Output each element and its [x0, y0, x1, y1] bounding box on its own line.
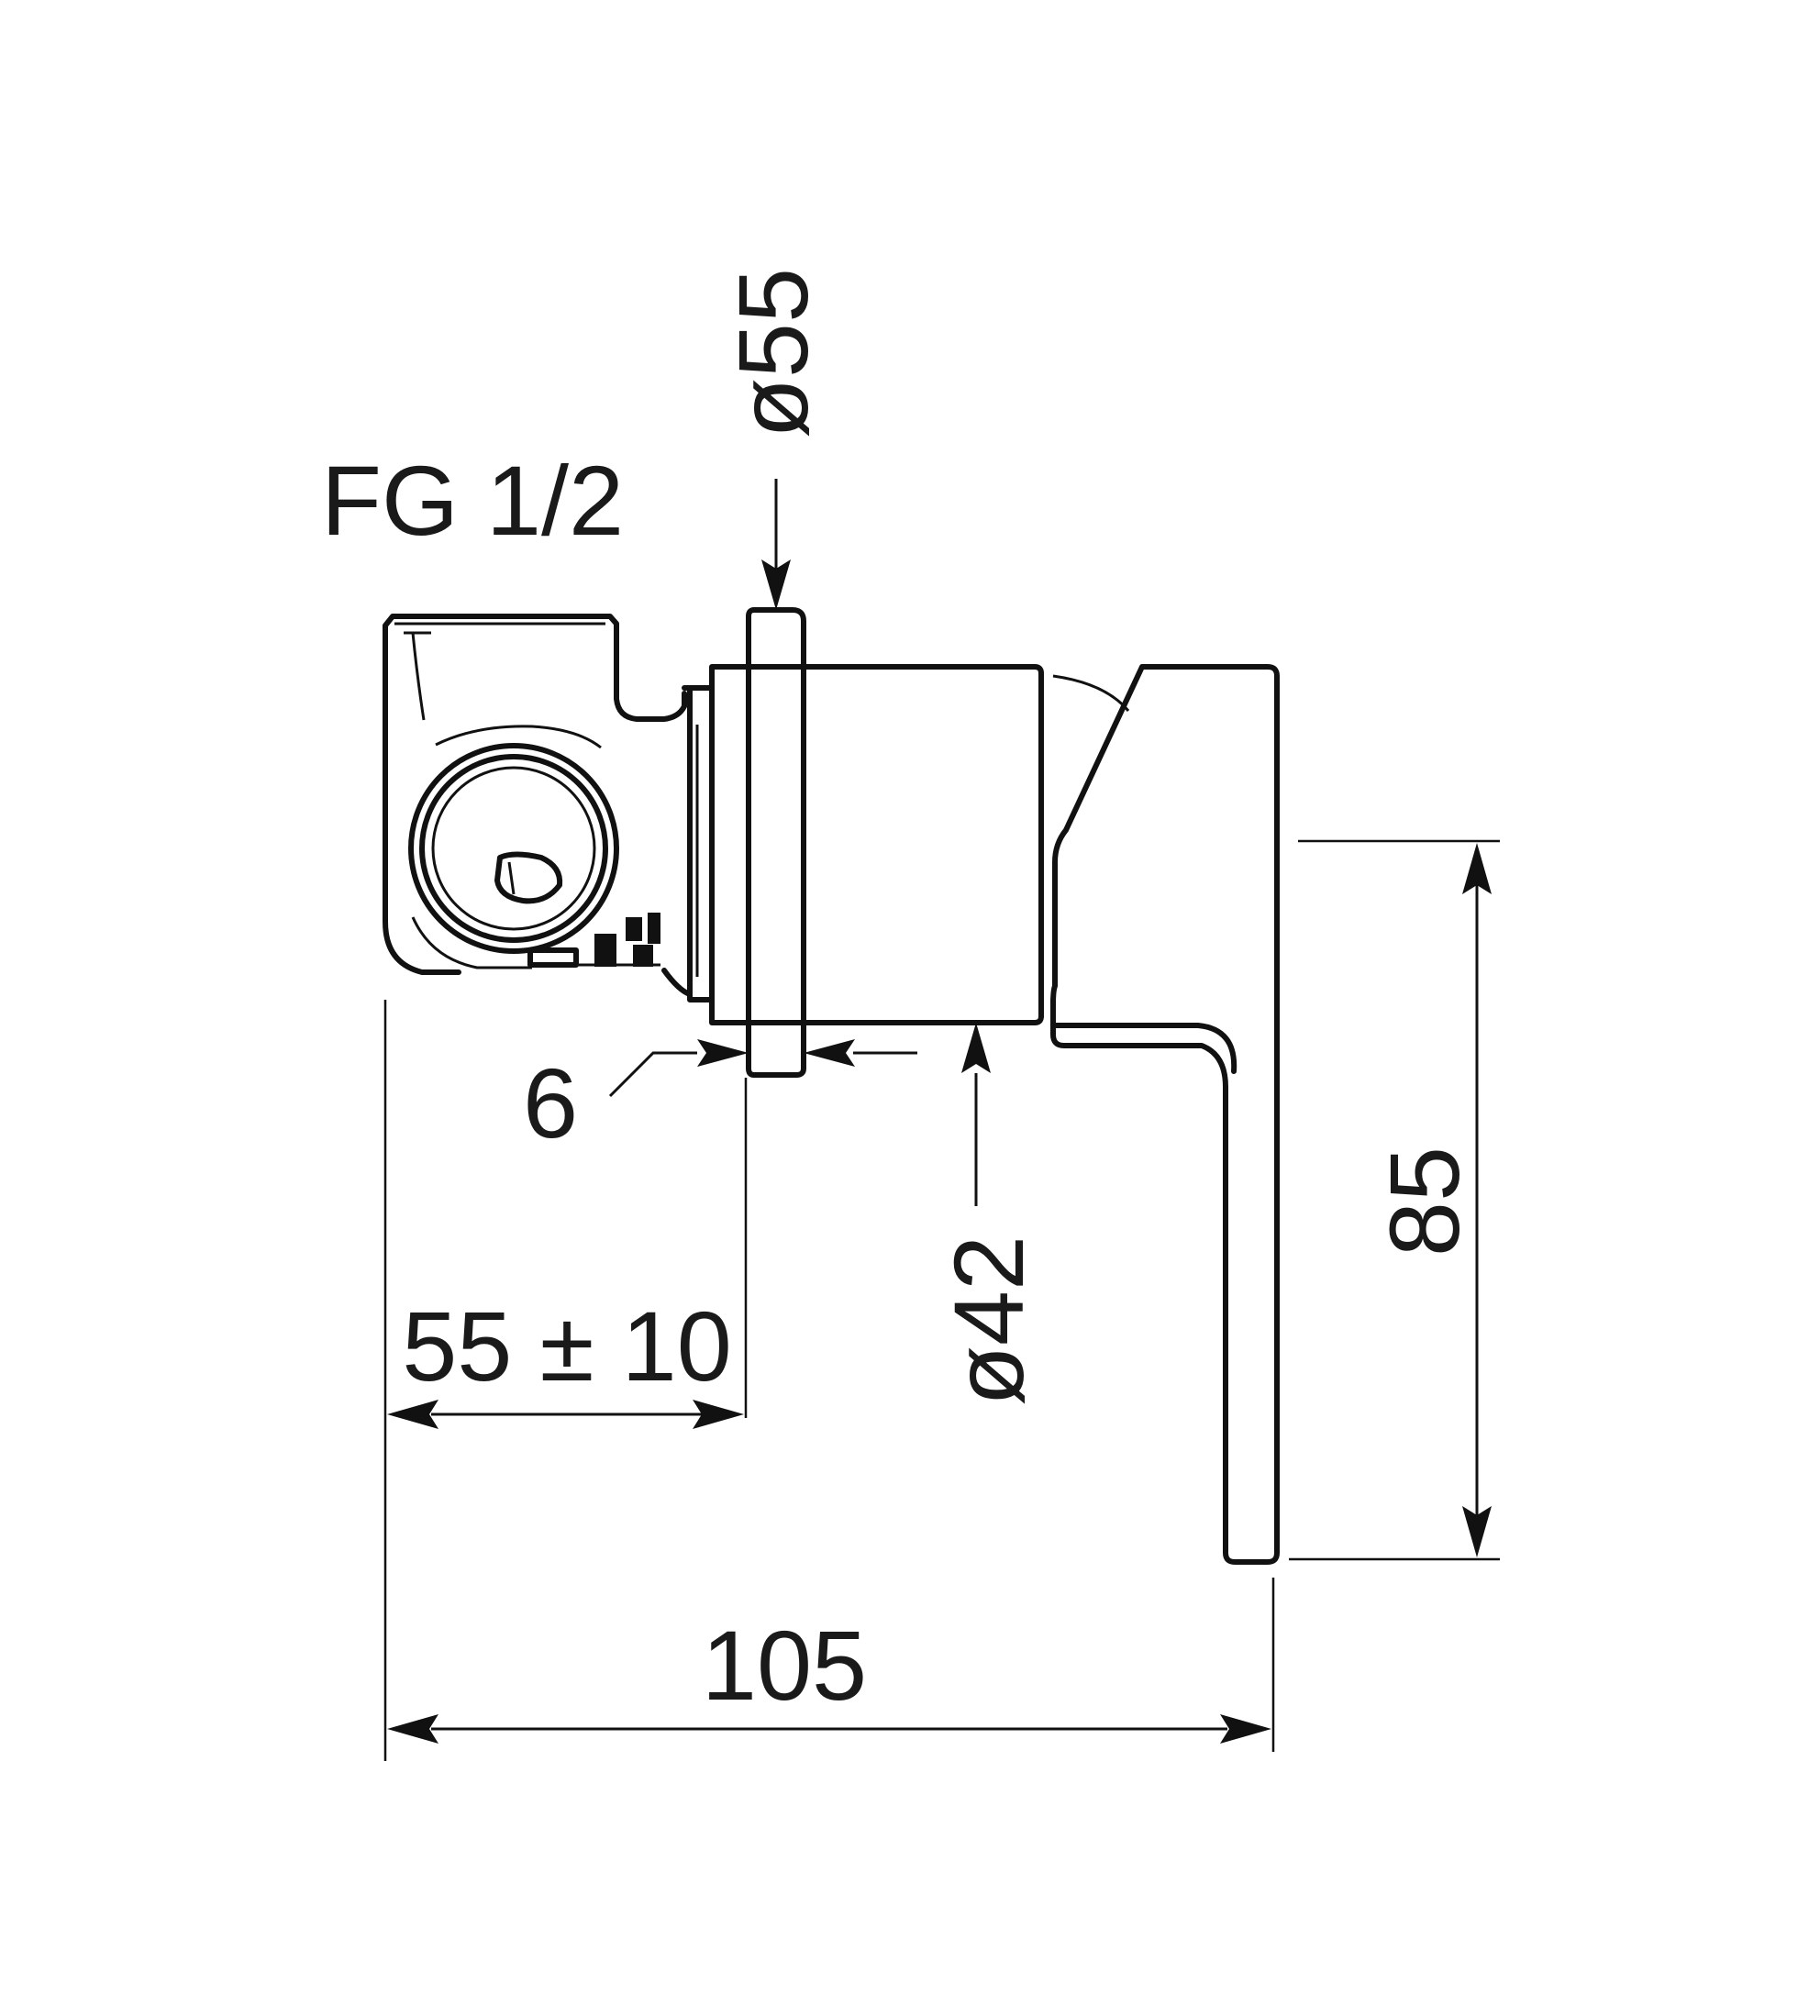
dim-length-arrow-left — [387, 1714, 438, 1744]
inlet-cap-icon — [494, 851, 563, 904]
dim-body-arrow — [961, 1023, 991, 1073]
handle-dome — [1052, 674, 1130, 712]
inlet-middle-ring — [419, 754, 608, 943]
main-cylinder — [709, 664, 1044, 1025]
inlet-lower-arc — [411, 916, 532, 969]
inlet-cap-detail — [507, 861, 516, 895]
dim-height-arrow-bottom — [1462, 1506, 1492, 1557]
dim-height-arrow-top — [1462, 843, 1492, 894]
bottom-fittings — [527, 913, 660, 968]
fitting-3 — [626, 917, 642, 941]
handle-neck — [1050, 997, 1237, 1074]
dim-length-arrow-right — [1220, 1714, 1271, 1744]
fitting-1 — [527, 947, 579, 968]
label-height: 85 — [1369, 1146, 1480, 1257]
label-total-length: 105 — [702, 1610, 867, 1721]
inlet-outer-ring — [408, 743, 619, 954]
label-flange-diameter: ø55 — [717, 268, 828, 438]
label-thread: FG 1/2 — [321, 445, 624, 556]
flange-plate — [746, 607, 806, 1078]
fitting-5 — [648, 913, 660, 944]
dim-flange-arrow — [761, 559, 791, 610]
lever-handle — [1050, 664, 1280, 1565]
fitting-4 — [633, 945, 653, 967]
dim-6-arrow-left — [697, 1039, 749, 1067]
dimension-lines — [383, 479, 1500, 1761]
dim-depth-arrow-right — [693, 1400, 744, 1429]
rear-housing-outline — [383, 614, 687, 975]
label-flange-thickness: 6 — [523, 1047, 578, 1158]
label-install-depth: 55 ± 10 — [402, 1290, 732, 1401]
inlet-inner-ring — [431, 766, 596, 931]
dimension-labels: FG 1/2 ø55 6 ø42 55 ± 10 105 85 — [321, 268, 1480, 1721]
body-stem — [687, 685, 715, 1002]
housing-connector — [661, 685, 693, 997]
housing-lip — [394, 622, 605, 721]
mixer-body — [383, 607, 1280, 1565]
label-body-diameter: ø42 — [933, 1235, 1044, 1406]
fitting-2 — [594, 934, 616, 967]
dim-6-leader — [608, 1051, 697, 1098]
inlet-thread-arc — [435, 725, 602, 749]
dim-depth-arrow-left — [387, 1400, 438, 1429]
dim-6-arrow-right — [804, 1039, 855, 1067]
